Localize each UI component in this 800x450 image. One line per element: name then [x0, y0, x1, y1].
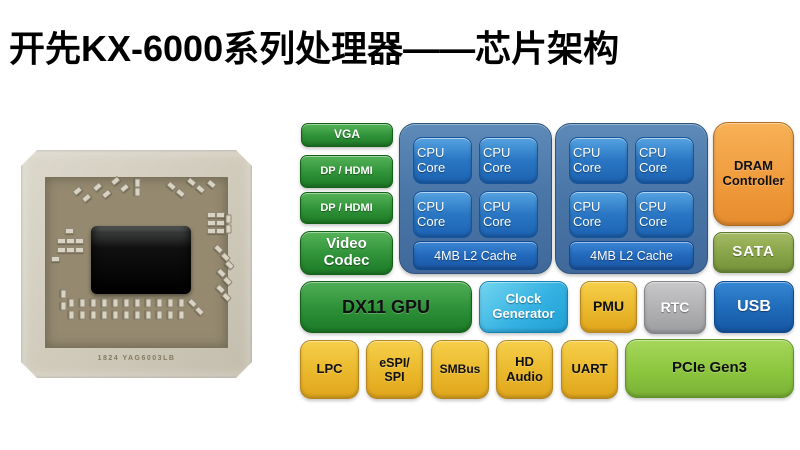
block-dx11-gpu-label: DX11 GPU [341, 296, 431, 317]
block-vga: VGA [301, 123, 393, 147]
block-pmu: PMU [580, 281, 637, 333]
block-espi-spi: eSPI/ SPI [366, 340, 423, 399]
block-lpc-label: LPC [316, 361, 343, 377]
l2-cache-2-label: 4MB L2 Cache [590, 248, 673, 263]
block-dram-controller: DRAM Controller [713, 122, 794, 226]
cpu-cluster-1: CPU Core CPU Core CPU Core CPU Core 4MB … [399, 123, 552, 274]
capacitor-dot [75, 247, 84, 253]
cpu-cluster-1-cores: CPU Core CPU Core CPU Core CPU Core [413, 137, 538, 238]
block-usb: USB [714, 281, 794, 333]
block-pmu-label: PMU [592, 298, 625, 315]
block-lpc: LPC [300, 340, 359, 399]
cpu-core-label: CPU Core [417, 198, 446, 229]
cpu-core: CPU Core [569, 137, 628, 184]
chip-die [91, 226, 191, 294]
cpu-core-label: CPU Core [573, 144, 602, 175]
block-dp-hdmi-2: DP / HDMI [300, 192, 393, 224]
block-uart: UART [561, 340, 618, 399]
chip-substrate [45, 177, 228, 348]
block-video-codec-label: Video Codec [323, 235, 370, 269]
block-pcie-gen3: PCIe Gen3 [625, 339, 794, 398]
cpu-core-label: CPU Core [639, 144, 668, 175]
block-clock-generator-label: Clock Generator [492, 291, 555, 321]
block-dp-hdmi-1-label: DP / HDMI [320, 165, 373, 178]
cpu-cluster-2: CPU Core CPU Core CPU Core CPU Core 4MB … [555, 123, 708, 274]
block-clock-generator: Clock Generator [479, 281, 568, 333]
chip-photo: 1824 YAG6003LB [21, 150, 252, 378]
l2-cache-1: 4MB L2 Cache [413, 241, 538, 270]
l2-cache-2: 4MB L2 Cache [569, 241, 694, 270]
l2-cache-1-label: 4MB L2 Cache [434, 248, 517, 263]
capacitor-dot [207, 220, 216, 226]
cpu-core-label: CPU Core [417, 144, 446, 175]
block-dp-hdmi-1: DP / HDMI [300, 155, 393, 188]
capacitor-dot [216, 220, 225, 226]
cpu-core: CPU Core [479, 191, 538, 238]
capacitor-dot [216, 228, 225, 234]
cpu-core-label: CPU Core [483, 144, 512, 175]
cpu-core-label: CPU Core [483, 198, 512, 229]
cpu-core: CPU Core [635, 191, 694, 238]
block-hd-audio: HD Audio [496, 340, 553, 399]
cpu-core: CPU Core [569, 191, 628, 238]
cpu-cluster-2-cores: CPU Core CPU Core CPU Core CPU Core [569, 137, 694, 238]
block-rtc: RTC [644, 281, 706, 334]
block-dx11-gpu: DX11 GPU [300, 281, 472, 333]
cpu-core: CPU Core [413, 137, 472, 184]
cpu-core-label: CPU Core [639, 198, 668, 229]
block-uart-label: UART [571, 361, 608, 377]
page-title: 开先KX-6000系列处理器——芯片架构 [9, 28, 620, 69]
capacitor-dot [207, 212, 216, 218]
block-smbus-label: SMBus [439, 361, 481, 376]
cpu-core: CPU Core [413, 191, 472, 238]
capacitor-dot [57, 247, 66, 253]
capacitor-dot [65, 228, 74, 234]
capacitor-dot [51, 256, 60, 262]
capacitor-dot [66, 238, 75, 244]
block-dp-hdmi-2-label: DP / HDMI [320, 201, 373, 214]
block-dram-controller-label: DRAM Controller [722, 158, 785, 188]
capacitor-dot [57, 238, 66, 244]
block-sata-label: SATA [732, 243, 775, 261]
block-sata: SATA [713, 232, 794, 273]
capacitor-dot [216, 212, 225, 218]
cpu-core-label: CPU Core [573, 198, 602, 229]
capacitor-dot [207, 228, 216, 234]
block-rtc-label: RTC [660, 298, 690, 315]
chip-marking-text: 1824 YAG6003LB [97, 355, 176, 362]
block-espi-spi-label: eSPI/ SPI [379, 355, 410, 384]
block-smbus: SMBus [431, 340, 489, 399]
block-hd-audio-label: HD Audio [506, 353, 543, 384]
cpu-core: CPU Core [479, 137, 538, 184]
capacitor-dot [75, 238, 84, 244]
block-vga-label: VGA [333, 127, 360, 142]
block-video-codec: Video Codec [300, 231, 393, 275]
block-pcie-gen3-label: PCIe Gen3 [671, 359, 748, 377]
cpu-core: CPU Core [635, 137, 694, 184]
block-usb-label: USB [737, 298, 771, 316]
capacitor-dot [66, 247, 75, 253]
